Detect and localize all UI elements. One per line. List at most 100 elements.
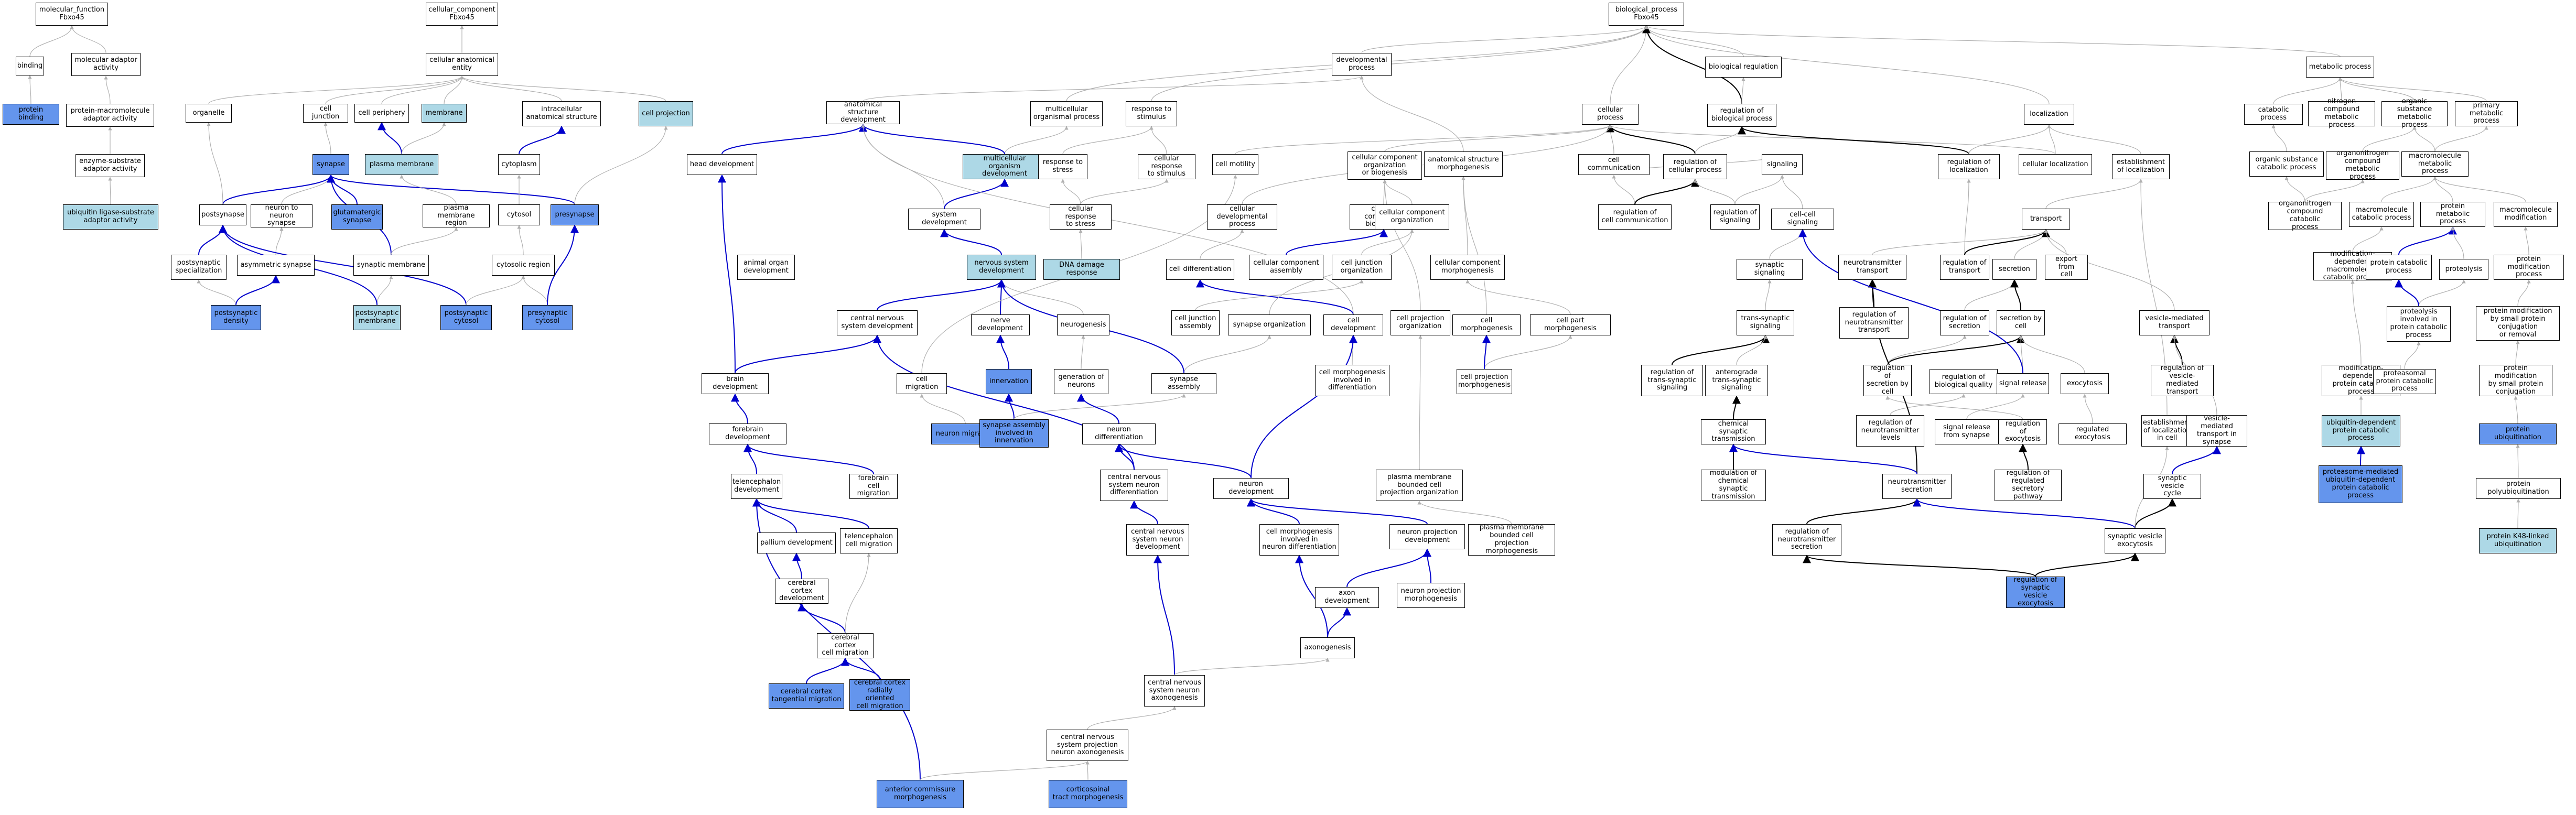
go-term-metabolic: metabolic process xyxy=(2306,57,2374,78)
edge-localization-to-est-loc xyxy=(2047,124,2141,155)
edge-neuron-dev-to-neuron-proj-dev xyxy=(1247,498,1428,525)
edge-pm-small-conj-to-protein-ubiq xyxy=(2514,396,2518,424)
edge-axonogenesis-to-cns-neuron-axonogenesis xyxy=(1174,658,1330,676)
go-term-macromol-met: macromolecule metabolic process xyxy=(2401,151,2469,177)
go-term-reg-sec-by-cell: regulation of secretion by cell xyxy=(1863,364,1912,396)
go-term-est-loc: establishment of localization xyxy=(2112,154,2170,179)
edge-cns-neuron-dev-to-cns-neuron-axonogenesis xyxy=(1154,555,1175,676)
edge-cae-to-iae xyxy=(460,75,562,102)
go-term-membrane: membrane xyxy=(422,104,467,123)
go-term-transport: transport xyxy=(2022,209,2070,230)
edge-org-subst-met-to-macromol-met xyxy=(2412,126,2435,152)
edge-asym-synapse-to-postsyn-density xyxy=(235,275,280,306)
edge-mf-to-binding xyxy=(29,25,74,57)
go-term-pm-adaptor: protein-macromolecule adaptor activity xyxy=(66,104,154,127)
go-term-nt-transport: neurotransmitter transport xyxy=(1838,255,1906,280)
edge-trans-syn-sig-to-reg-trans-syn-sig xyxy=(1672,334,1770,365)
go-term-binding: binding xyxy=(16,57,44,75)
go-term-cell-proj-org: cell projection organization xyxy=(1391,310,1450,335)
go-term-reg-trans-syn-sig: regulation of trans-synaptic signaling xyxy=(1641,365,1703,396)
edge-cell-proj-org-to-pm-bounded-proj-org xyxy=(1418,335,1422,470)
edge-cc-biogenesis-to-cc-assembly xyxy=(1286,229,1388,255)
edge-cae-to-cell-junction xyxy=(325,75,464,104)
go-term-protein-cat: protein catabolic process xyxy=(2366,255,2432,280)
edge-neurogenesis-to-gen-neurons xyxy=(1081,335,1085,370)
go-term-proteasome-ub-cat: proteasome-mediated ubiquitin-dependent … xyxy=(2319,465,2402,503)
go-term-sig-release-synapse: signal release from synapse xyxy=(1935,419,1999,444)
edge-ns-dev-to-cns-dev xyxy=(877,279,1006,311)
edge-neuron-proj-dev-to-neuron-proj-morph xyxy=(1423,548,1432,583)
edge-orgn-comp-met-to-orgn-comp-cat xyxy=(2304,179,2365,202)
edge-protein-met-to-proteolysis xyxy=(2451,226,2464,259)
go-term-axon-dev: axon development xyxy=(1315,587,1379,608)
edge-pm-bounded-proj-org-to-pm-bounded-proj-morph xyxy=(1417,501,1512,525)
go-term-protein-met: protein metabolic process xyxy=(2420,202,2485,227)
edge-cns-projection-axonogenesis-to-corticospinal xyxy=(1085,760,1090,780)
edge-cell-comm-to-reg-cell-comm xyxy=(1612,175,1635,205)
edge-secretion-to-secretion-by-cell xyxy=(2010,279,2021,311)
go-term-reg-loc: regulation of localization xyxy=(1938,154,2000,179)
edge-transport-to-vesicle-transport xyxy=(2044,229,2175,311)
go-term-reg-bio-quality: regulation of biological quality xyxy=(1930,369,1998,394)
edge-innervation-to-syn-assembly-innerv xyxy=(1005,393,1015,420)
go-term-postsyn-density: postsynaptic density xyxy=(211,305,261,330)
edge-macromol-mod-to-protein-mod xyxy=(2524,226,2529,255)
edge-secretion-by-cell-to-reg-sec-by-cell xyxy=(1887,334,2025,365)
go-term-system-dev: system development xyxy=(908,209,980,230)
go-term-dna-damage: DNA damage response xyxy=(1043,259,1120,280)
go-term-reg-transport: regulation of transport xyxy=(1940,255,1989,280)
go-term-pm-small-conj: protein modification by small protein co… xyxy=(2479,364,2552,396)
go-term-proteasomal-cat: proteasomal protein catabolic process xyxy=(2373,369,2436,394)
go-term-cell-morph: cell morphogenesis xyxy=(1452,314,1521,335)
go-term-postsyn-membrane: postsynaptic membrane xyxy=(353,305,401,330)
edge-ccob-to-cc-org xyxy=(1383,179,1413,205)
edge-cell-development-to-neuron-dev xyxy=(1251,334,1357,479)
go-term-presynapse: presynapse xyxy=(551,204,599,225)
edge-neuron-diff-to-neuron-dev xyxy=(1115,443,1252,479)
go-term-pm-bounded-proj-morph: plasma membrane bounded cell projection … xyxy=(1468,524,1555,556)
edge-postsynapse-to-postsyn-cytosol xyxy=(219,224,467,306)
go-term-cytoplasm: cytoplasm xyxy=(498,154,540,175)
edge-cerebral-cortex-dev-to-cerebral-cortex-cell-mig xyxy=(797,603,846,634)
edge-synapse-to-presynapse xyxy=(327,174,575,205)
edge-mod-dep-cat-to-mod-dep-protein-cat xyxy=(2351,280,2362,365)
edge-asd-to-system-dev xyxy=(861,124,945,209)
go-term-primal-organ-dev: animal organ development xyxy=(737,255,795,280)
go-term-signaling: signaling xyxy=(1762,154,1803,175)
go-term-mol-adaptor: molecular adaptor activity xyxy=(71,53,141,76)
go-term-cae: cellular anatomical entity xyxy=(426,53,498,76)
edge-primary-met-to-macromol-met xyxy=(2434,126,2488,152)
edge-cellular-process-to-cell-motility xyxy=(1235,124,1612,155)
go-term-resp-stim: response to stimulus xyxy=(1126,101,1177,126)
edge-dev-process-to-asm xyxy=(1360,75,1464,152)
edge-exocytosis-to-regulated-exo xyxy=(2083,394,2093,424)
go-term-reg-vesicle-transport: regulation of vesicle-mediated transport xyxy=(2151,364,2214,396)
edge-membrane-to-plasma-membrane xyxy=(401,122,446,155)
go-term-ccob: cellular component organization or bioge… xyxy=(1348,151,1422,180)
go-term-asm: anatomical structure morphogenesis xyxy=(1424,151,1503,177)
go-term-reg-cell-comm: regulation of cell communication xyxy=(1598,204,1672,230)
go-term-neuron-proj-dev: neuron projection development xyxy=(1389,524,1465,549)
go-term-protein-ubiq: protein ubiquitination xyxy=(2479,423,2557,444)
go-term-iae: intracellular anatomical structure xyxy=(522,101,601,126)
go-term-org-subst-cat: organic substance catabolic process xyxy=(2249,151,2324,177)
go-term-reg-nt-transport: regulation of neurotransmitter transport xyxy=(1839,307,1909,339)
edge-cns-neuron-diff-to-cns-neuron-dev xyxy=(1130,500,1158,525)
edge-synapse-to-glut-synapse xyxy=(327,174,358,205)
edge-cell-dev-process-to-cell-diff xyxy=(1200,229,1244,259)
edge-asm-to-cell-morph xyxy=(1461,176,1487,315)
edge-postsyn-spec-to-postsyn-density xyxy=(197,279,236,306)
edge-binding-to-protein-binding xyxy=(28,75,32,104)
edge-nerve-dev-to-innervation xyxy=(996,334,1009,370)
edge-cell-resp-stim-to-cell-resp-stress xyxy=(1080,179,1169,205)
edge-brain-dev-to-forebrain-dev xyxy=(731,393,748,424)
edge-transport-to-export-cell xyxy=(2044,229,2067,255)
edge-cell-cell-sig-to-signal-release xyxy=(1798,229,2023,374)
edge-postsynapse-to-postsyn-spec xyxy=(198,224,227,255)
go-term-reg-signaling: regulation of signaling xyxy=(1710,204,1760,230)
edge-mol-adaptor-to-pm-adaptor xyxy=(104,75,111,104)
edge-forebrain-dev-to-forebrain-cell-mig xyxy=(743,443,874,474)
go-term-primary-met: primary metabolic process xyxy=(2455,101,2518,126)
go-term-asd: anatomical structure development xyxy=(826,101,900,124)
go-term-cns-dev: central nervous system development xyxy=(837,310,918,335)
